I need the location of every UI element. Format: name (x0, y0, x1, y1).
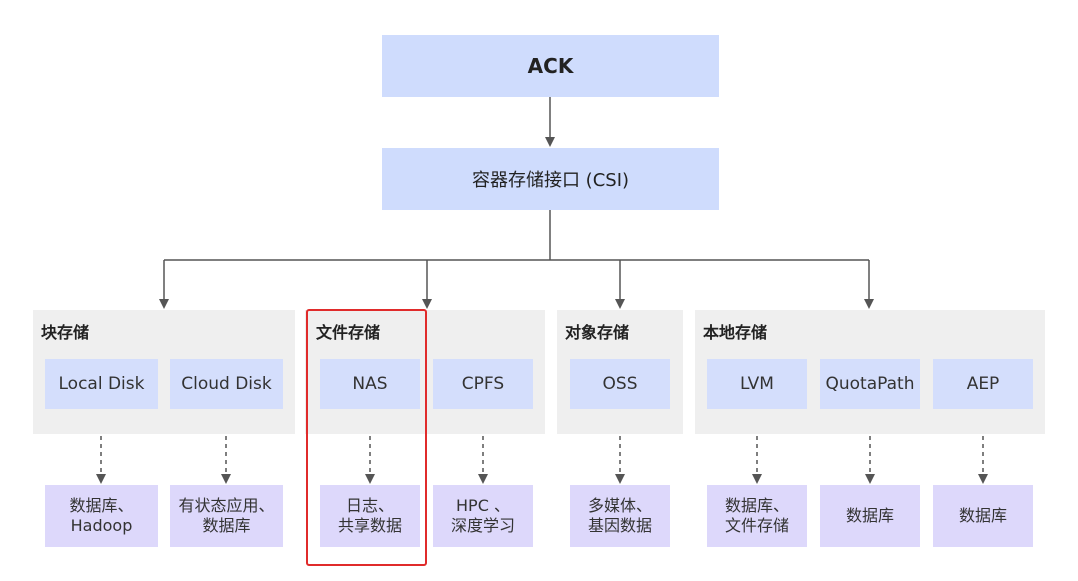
item-oss: OSS (570, 359, 670, 409)
csi-box: 容器存储接口 (CSI) (382, 148, 719, 210)
ack-box: ACK (382, 35, 719, 97)
item-nas: NAS (320, 359, 420, 409)
use-nas: 日志、 共享数据 (320, 485, 420, 547)
use-oss: 多媒体、 基因数据 (570, 485, 670, 547)
group-title-local-storage: 本地存储 (703, 323, 768, 342)
use-cloud-disk: 有状态应用、 数据库 (170, 485, 283, 547)
ack-label: ACK (527, 54, 574, 78)
item-local-disk: Local Disk (45, 359, 158, 409)
csi-label: 容器存储接口 (CSI) (471, 170, 630, 191)
group-title-file-storage: 文件存储 (316, 323, 381, 342)
item-cloud-disk: Cloud Disk (170, 359, 283, 409)
group-title-object-storage: 对象存储 (565, 323, 630, 342)
use-lvm: 数据库、 文件存储 (707, 485, 807, 547)
item-cpfs: CPFS (433, 359, 533, 409)
use-quotapath: 数据库 (820, 485, 920, 547)
nas-highlight-frame (306, 309, 427, 566)
item-quotapath: QuotaPath (820, 359, 920, 409)
use-aep: 数据库 (933, 485, 1033, 547)
item-aep: AEP (933, 359, 1033, 409)
group-title-block-storage: 块存储 (41, 323, 90, 342)
use-local-disk: 数据库、 Hadoop (45, 485, 158, 547)
item-lvm: LVM (707, 359, 807, 409)
use-cpfs: HPC 、 深度学习 (433, 485, 533, 547)
